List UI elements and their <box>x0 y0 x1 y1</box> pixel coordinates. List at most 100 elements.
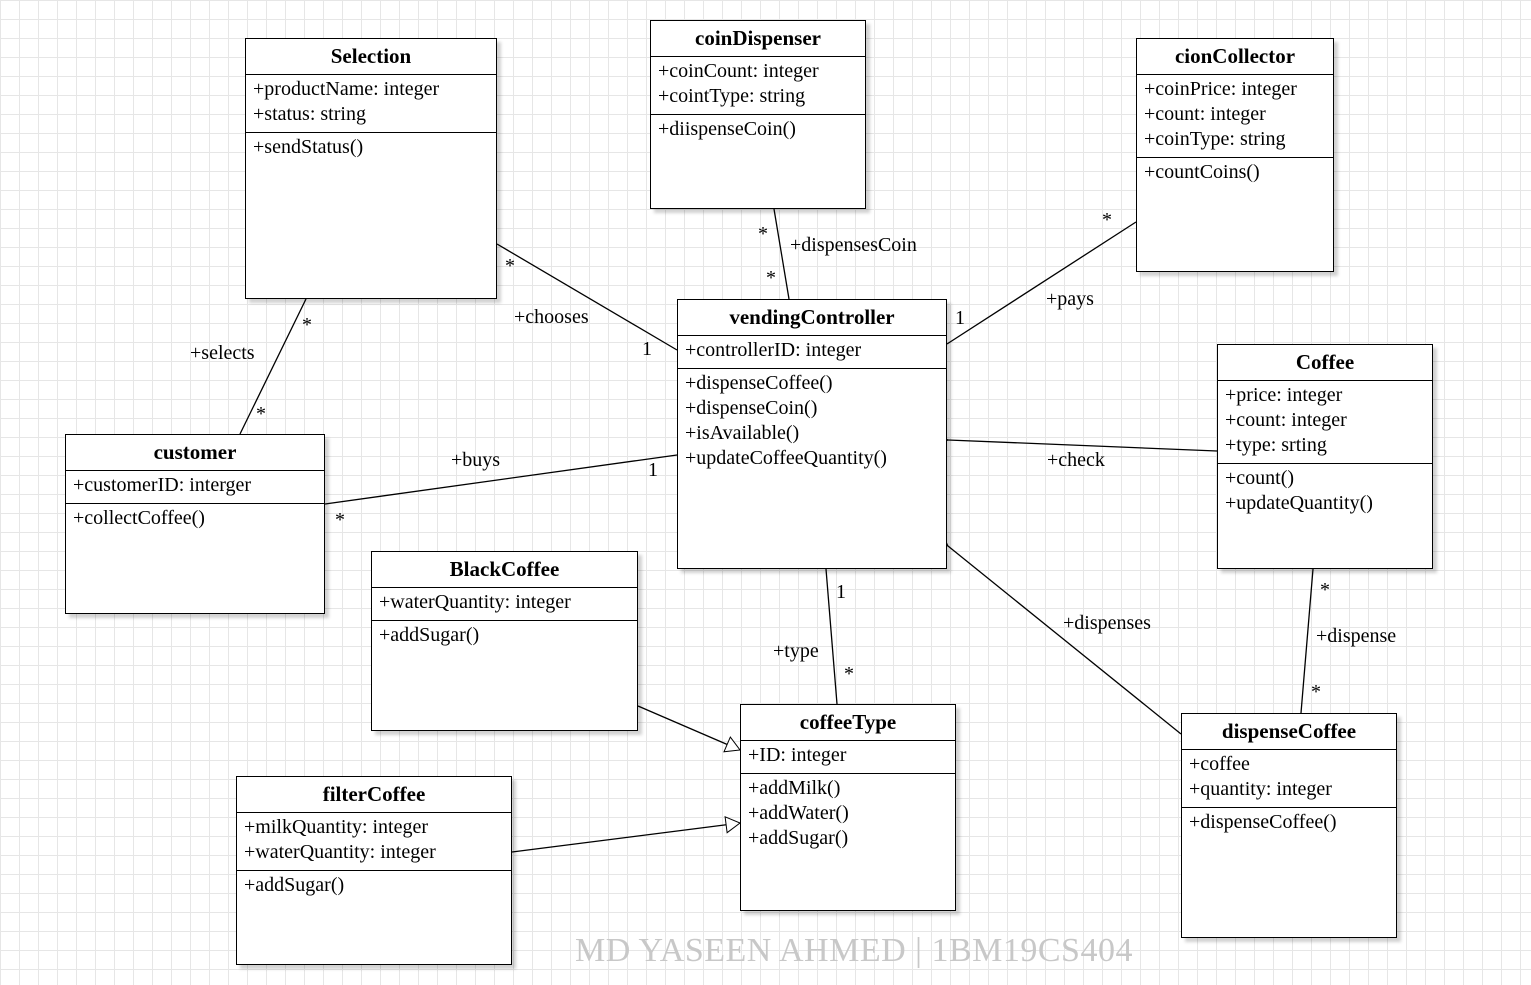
mult-pays-controller: 1 <box>955 307 965 329</box>
watermark-text: MD YASEEN AHMED | 1BM19CS404 <box>575 932 1133 969</box>
operations-section: +sendStatus() <box>246 133 496 165</box>
class-name: filterCoffee <box>237 777 511 813</box>
mult-type-coffeetype: * <box>844 663 854 685</box>
attribute: +productName: integer <box>253 78 440 100</box>
class-cion-collector[interactable]: cionCollector +coinPrice: integer +count… <box>1136 38 1334 272</box>
label-buys: +buys <box>451 449 501 471</box>
label-check: +check <box>1047 449 1105 471</box>
class-name: customer <box>66 435 324 471</box>
attribute: +milkQuantity: integer <box>244 816 429 838</box>
operations-section: +countCoins() <box>1137 158 1333 190</box>
class-name: vendingController <box>678 300 946 336</box>
generalization-blackcoffee-line <box>637 705 741 753</box>
attributes-section: +customerID: interger <box>66 471 324 504</box>
attributes-section: +coinCount: integer +cointType: string <box>651 57 865 115</box>
mult-chooses-controller: 1 <box>642 338 652 360</box>
operation: +collectCoffee() <box>73 507 205 529</box>
attribute: +type: srting <box>1225 434 1327 456</box>
operation: +addWater() <box>748 802 849 824</box>
operations-section: +dispenseCoffee() <box>1182 808 1396 840</box>
operations-section: +addSugar() <box>372 621 637 653</box>
operation: +dispenseCoffee() <box>685 372 833 394</box>
class-coffee[interactable]: Coffee +price: integer +count: integer +… <box>1217 344 1433 569</box>
label-dispense: +dispense <box>1316 625 1397 647</box>
attributes-section: +coinPrice: integer +count: integer +coi… <box>1137 75 1333 158</box>
class-name: coffeeType <box>741 705 955 741</box>
class-name: Coffee <box>1218 345 1432 381</box>
operation: +countCoins() <box>1144 161 1260 183</box>
label-dispensescoin: +dispensesCoin <box>790 234 917 256</box>
operation: +addSugar() <box>244 874 345 896</box>
attributes-section: +price: integer +count: integer +type: s… <box>1218 381 1432 464</box>
class-filter-coffee[interactable]: filterCoffee +milkQuantity: integer +wat… <box>236 776 512 965</box>
assoc-pays-line <box>946 221 1137 345</box>
operations-section: +addMilk() +addWater() +addSugar() <box>741 774 955 856</box>
attributes-section: +milkQuantity: integer +waterQuantity: i… <box>237 813 511 871</box>
attribute: +count: integer <box>1144 103 1266 125</box>
class-vending-controller[interactable]: vendingController +controllerID: integer… <box>677 299 947 569</box>
mult-chooses-selection: * <box>505 255 515 277</box>
aggregation-check-line <box>948 440 1218 452</box>
mult-buys-customer: * <box>335 509 345 531</box>
label-chooses: +chooses <box>514 306 589 328</box>
mult-dispense-coffee: * <box>1320 579 1330 601</box>
attribute: +waterQuantity: integer <box>379 591 571 613</box>
attribute: +ID: integer <box>748 744 847 766</box>
operation: +addSugar() <box>748 827 849 849</box>
assoc-dispensescoin-line <box>773 208 790 300</box>
attribute: +count: integer <box>1225 409 1347 431</box>
operation: +dispenseCoin() <box>685 397 818 419</box>
attribute: +quantity: integer <box>1189 778 1332 800</box>
class-dispense-coffee[interactable]: dispenseCoffee +coffee +quantity: intege… <box>1181 713 1397 938</box>
attributes-section: +ID: integer <box>741 741 955 774</box>
mult-pays-collector: * <box>1102 209 1112 231</box>
operation: +updateQuantity() <box>1225 492 1373 514</box>
class-coffee-type[interactable]: coffeeType +ID: integer +addMilk() +addW… <box>740 704 956 911</box>
label-pays: +pays <box>1046 288 1094 310</box>
attribute: +status: string <box>253 103 366 125</box>
attribute: +coinCount: integer <box>658 60 819 82</box>
class-name: Selection <box>246 39 496 75</box>
attributes-section: +waterQuantity: integer <box>372 588 637 621</box>
mult-dispensescoin-dispenser: * <box>758 223 768 245</box>
attribute: +controllerID: integer <box>685 339 862 361</box>
operation: +updateCoffeeQuantity() <box>685 447 887 469</box>
operations-section: +collectCoffee() <box>66 504 324 536</box>
operation: +addMilk() <box>748 777 841 799</box>
class-name: cionCollector <box>1137 39 1333 75</box>
attribute: +coinType: string <box>1144 128 1286 150</box>
class-black-coffee[interactable]: BlackCoffee +waterQuantity: integer +add… <box>371 551 638 731</box>
attributes-section: +productName: integer +status: string <box>246 75 496 133</box>
attribute: +coffee <box>1189 753 1250 775</box>
class-customer[interactable]: customer +customerID: interger +collectC… <box>65 434 325 614</box>
class-name: coinDispenser <box>651 21 865 57</box>
attribute: +waterQuantity: integer <box>244 841 436 863</box>
aggregation-dispenses-line <box>948 546 1182 735</box>
label-type: +type <box>773 640 819 662</box>
label-selects: +selects <box>190 342 255 364</box>
attribute: +cointType: string <box>658 85 806 107</box>
mult-type-controller: 1 <box>836 581 846 603</box>
class-name: BlackCoffee <box>372 552 637 588</box>
attribute: +price: integer <box>1225 384 1343 406</box>
mult-buys-controller: 1 <box>648 459 658 481</box>
generalization-filtercoffee-line <box>511 816 741 853</box>
assoc-chooses-line <box>496 243 678 351</box>
class-coin-dispenser[interactable]: coinDispenser +coinCount: integer +coint… <box>650 20 866 209</box>
operation: +diispenseCoin() <box>658 118 796 140</box>
assoc-selects-line <box>239 298 307 435</box>
assoc-buys-line <box>324 454 678 505</box>
attributes-section: +controllerID: integer <box>678 336 946 369</box>
class-selection[interactable]: Selection +productName: integer +status:… <box>245 38 497 299</box>
attribute: +coinPrice: integer <box>1144 78 1297 100</box>
mult-selects-selection: * <box>302 314 312 336</box>
label-dispenses: +dispenses <box>1063 612 1151 634</box>
operations-section: +diispenseCoin() <box>651 115 865 147</box>
mult-selects-customer: * <box>256 403 266 425</box>
class-name: dispenseCoffee <box>1182 714 1396 750</box>
mult-dispense-dispensecoffee: * <box>1311 681 1321 703</box>
operation: +isAvailable() <box>685 422 800 444</box>
assoc-type-line <box>825 568 838 705</box>
